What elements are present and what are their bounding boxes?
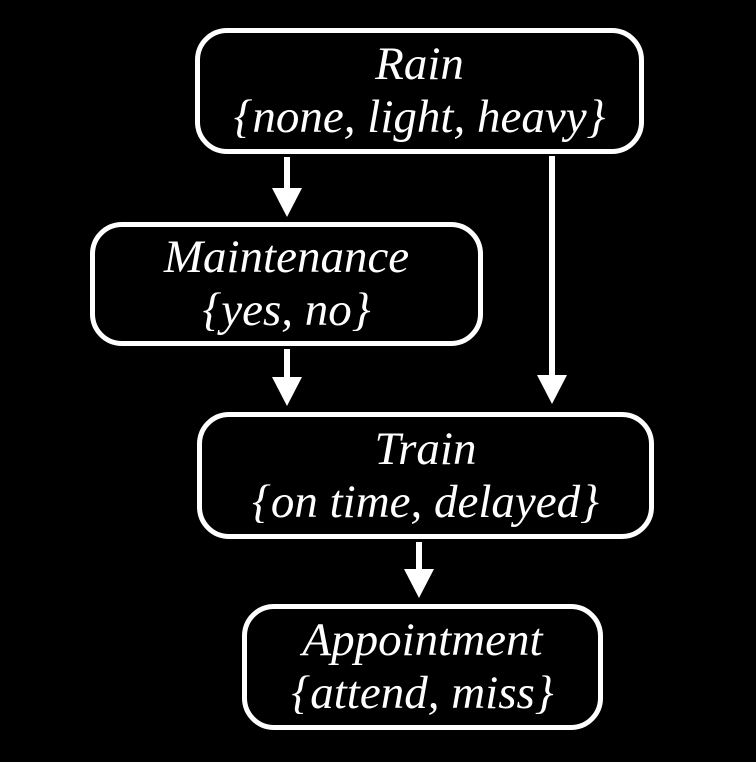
node-train-label: Train xyxy=(374,422,477,475)
node-rain-domain: {none, light, heavy} xyxy=(233,91,606,143)
edge-train-to-appointment xyxy=(404,542,434,598)
node-appointment-label: Appointment xyxy=(302,614,543,667)
node-maintenance-domain: {yes, no} xyxy=(202,284,371,336)
node-maintenance-label: Maintenance xyxy=(163,231,410,284)
edge-rain-to-train xyxy=(537,156,567,404)
node-maintenance: Maintenance {yes, no} xyxy=(90,222,483,346)
edge-rain-to-maintenance xyxy=(272,157,302,217)
node-appointment-domain: {attend, miss} xyxy=(291,667,554,719)
edge-maintenance-to-train xyxy=(272,349,302,406)
node-rain: Rain {none, light, heavy} xyxy=(195,28,644,154)
node-train: Train {on time, delayed} xyxy=(197,412,654,539)
node-appointment: Appointment {attend, miss} xyxy=(242,604,603,730)
node-rain-label: Rain xyxy=(375,38,464,91)
node-train-domain: {on time, delayed} xyxy=(252,475,599,528)
